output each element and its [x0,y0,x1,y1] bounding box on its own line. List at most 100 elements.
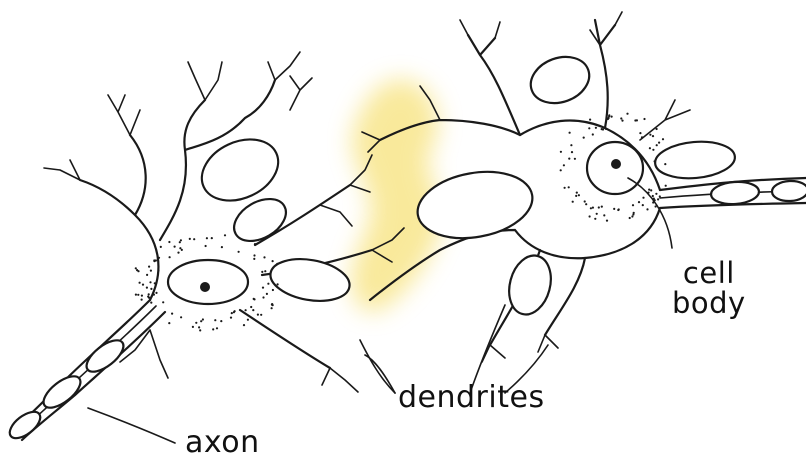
cell-body-label: cell body [672,258,746,318]
granule-dot [665,185,667,187]
granule-dot [590,207,592,209]
granule-dot [652,201,654,203]
granule-dot [659,195,661,197]
granule-dot [650,189,652,191]
cell-body-label-line2: body [672,288,746,318]
granule-dot [585,203,587,205]
granule-dot [177,252,179,254]
granule-dot [262,287,264,289]
granule-dot [641,136,643,138]
granule-dot [583,137,585,139]
granule-dot [642,197,644,199]
granule-dot [158,257,160,259]
granule-dot [646,208,648,210]
granule-dot [592,133,594,135]
granule-dot [272,289,274,291]
granule-dot [602,128,604,130]
granule-dot [261,271,263,273]
granule-dot [171,313,173,315]
granule-dot [162,301,164,303]
granule-dot [589,119,591,121]
granule-dot [148,297,150,299]
granule-dot [639,132,641,134]
granule-dot [607,118,609,120]
granule-dot [560,169,562,171]
granule-dot [652,135,654,137]
granule-dot [168,241,170,243]
granule-dot [231,312,233,314]
granule-dot [149,281,151,283]
granule-dot [642,204,644,206]
cell-body-label-line1: cell [672,258,746,288]
granule-dot [179,241,181,243]
granule-dot [247,319,249,321]
granule-dot [648,189,650,191]
granule-dot [560,151,562,153]
granule-dot [595,127,597,129]
granule-dot [181,249,183,251]
granule-dot [588,127,590,129]
granule-dot [150,302,152,304]
granule-dot [224,234,226,236]
granule-dot [150,296,152,298]
granule-dot [157,269,159,271]
granule-dot [266,293,268,295]
left-nucleus-membrane [168,260,248,304]
granule-dot [168,322,170,324]
granule-dot [214,319,216,321]
granule-dot [148,266,150,268]
granule-dot [155,292,157,294]
granule-dot [584,200,586,202]
granule-dot [264,270,266,272]
granule-dot [662,138,664,140]
granule-dot [271,307,273,309]
granule-dot [564,187,566,189]
granule-dot [574,158,576,160]
granule-dot [243,324,245,326]
granule-dot [568,158,570,160]
granule-dot [611,116,613,118]
granule-dot [605,128,607,130]
granule-dot [569,132,571,134]
granule-dot [647,192,649,194]
granule-dot [654,199,656,201]
granule-dot [629,217,631,219]
granule-dot [563,164,565,166]
granule-dot [601,206,603,208]
granule-dot [153,259,155,261]
granule-dot [575,195,577,197]
granule-dot [199,329,201,331]
granule-dot [649,134,651,136]
granule-dot [655,193,657,195]
granule-dot [160,246,162,248]
granule-dot [606,220,608,222]
granule-dot [139,282,141,284]
granule-dot [137,294,139,296]
granule-dot [621,120,623,122]
granule-dot [632,213,634,215]
granule-dot [135,267,137,269]
granule-dot [598,206,600,208]
granule-dot [220,320,222,322]
granule-dot [652,195,654,197]
granule-dot [657,198,659,200]
granule-dot [272,260,274,262]
granule-dot [596,213,598,215]
granule-dot [205,245,207,247]
granule-dot [238,251,240,253]
granule-dot [206,237,208,239]
left-neuron [5,52,404,443]
granule-dot [656,128,658,130]
granule-dot [649,147,651,149]
granule-dot [211,237,213,239]
granule-dot [617,209,619,211]
granule-dot [253,298,255,300]
granule-dot [234,310,236,312]
granule-dot [638,201,640,203]
granule-dot [589,215,591,217]
granule-dot [260,314,262,316]
granule-dot [656,144,658,146]
granule-dot [146,274,148,276]
granule-dot [230,317,232,319]
dendrites-label: dendrites [398,383,545,413]
